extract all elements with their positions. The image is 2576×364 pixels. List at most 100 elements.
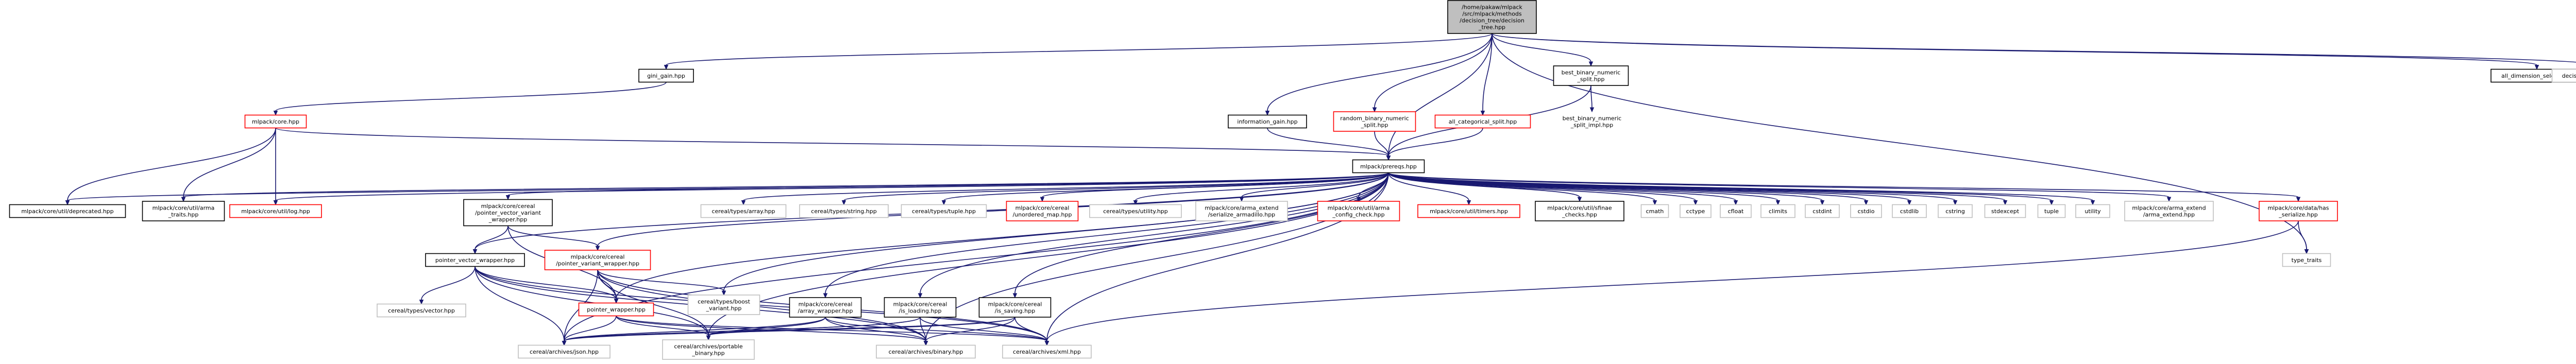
node-ptrw[interactable]: pointer_wrapper.hpp [578, 302, 654, 317]
node-log[interactable]: mlpack/core/util/log.hpp [229, 204, 322, 218]
node-ctvector[interactable]: cereal/types/vector.hpp [377, 303, 466, 318]
node-ctboost[interactable]: cereal/types/boost_variant.hpp [687, 294, 760, 315]
node-label-line: _checks.hpp [1562, 212, 1597, 218]
node-box [2037, 204, 2066, 218]
edge-ptrvw-to-ctvector [419, 266, 476, 305]
node-label-line: type_traits [2292, 257, 2322, 264]
edge-bestbin-to-bestbinimpl [1589, 85, 1595, 113]
node-timers[interactable]: mlpack/core/util/timers.hpp [1417, 204, 1520, 218]
node-deprecated[interactable]: mlpack/core/util/deprecated.hpp [9, 204, 126, 218]
node-ctutility[interactable]: cereal/types/utility.hpp [1089, 204, 1182, 218]
node-cttuple[interactable]: cereal/types/tuple.hpp [901, 204, 987, 218]
node-issave[interactable]: mlpack/core/cereal/is_saving.hpp [978, 297, 1052, 318]
arrowhead [505, 195, 511, 200]
node-label-line: mlpack/core/util/arma [152, 205, 215, 212]
node-climits[interactable]: climits [1760, 204, 1795, 218]
node-sfinae[interactable]: mlpack/core/util/sfinae_checks.hpp [1535, 201, 1624, 221]
arrowhead [918, 293, 923, 299]
node-cstring[interactable]: cstring [1938, 204, 1973, 218]
edge-root-to-bestbin [1492, 33, 1594, 67]
node-label-line: cfloat [1728, 208, 1744, 215]
node-ptrvarw[interactable]: mlpack/core/cereal/pointer_variant_wrapp… [544, 250, 651, 270]
node-ptrvv[interactable]: mlpack/core/cereal/pointer_vector_varian… [463, 199, 553, 227]
edge-path [1388, 33, 1493, 156]
node-ctarray[interactable]: cereal/types/array.hpp [700, 204, 787, 218]
node-label: decision_tree_impl.hpp [2562, 73, 2576, 79]
edge-prereqs-to-armaconf [1356, 172, 1389, 202]
node-label-line: mlpack/prereqs.hpp [1360, 163, 1417, 170]
node-xml[interactable]: cereal/archives/xml.hpp [1002, 344, 1092, 359]
node-bestbin[interactable]: best_binary_numeric_split.hpp [1553, 65, 1629, 86]
node-binary[interactable]: cereal/archives/binary.hpp [876, 344, 976, 359]
node-box [978, 297, 1052, 318]
node-portable[interactable]: cereal/archives/portable_binary.hpp [662, 339, 755, 360]
edge-path [708, 317, 826, 336]
node-ptrvw[interactable]: pointer_vector_wrapper.hpp [425, 253, 525, 267]
node-label: cereal/types/utility.hpp [1103, 208, 1168, 215]
node-label-line: pointer_vector_wrapper.hpp [435, 257, 515, 264]
edge-prereqs-to-issave [1012, 172, 1389, 299]
node-arma_traits[interactable]: mlpack/core/util/arma_traits.hpp [142, 201, 225, 221]
edge-prereqs-to-cttuple [941, 172, 1389, 205]
node-cstdlib[interactable]: cstdlib [1892, 204, 1927, 218]
node-stdexcept[interactable]: stdexcept [1984, 204, 2026, 218]
node-cmath[interactable]: cmath [1640, 204, 1669, 218]
node-allcat[interactable]: all_categorical_split.hpp [1434, 114, 1531, 129]
node-randbin[interactable]: random_binary_numeric_split.hpp [1333, 111, 1416, 132]
nodes-layer: /home/pakaw/mlpack/src/mlpack/methods/de… [9, 0, 2576, 360]
node-typetraits[interactable]: type_traits [2282, 253, 2331, 267]
edge-path [1482, 33, 1493, 111]
node-arrw[interactable]: mlpack/core/cereal/array_wrapper.hpp [789, 297, 862, 318]
node-box [1984, 204, 2026, 218]
node-isload[interactable]: mlpack/core/cereal/is_loading.hpp [884, 297, 957, 318]
arrowhead [419, 300, 424, 305]
node-hasser[interactable]: mlpack/core/data/has_serialize.hpp [2259, 201, 2338, 221]
arrowhead [1480, 111, 1485, 116]
node-box [1760, 204, 1795, 218]
node-cfloat[interactable]: cfloat [1720, 204, 1752, 218]
arrowhead [273, 200, 278, 205]
node-dtimpl[interactable]: decision_tree_impl.hpp [2551, 68, 2576, 83]
node-core[interactable]: mlpack/core.hpp [244, 114, 307, 129]
node-label-line: mlpack/core/data/has [2267, 205, 2329, 212]
node-ctstring[interactable]: cereal/types/string.hpp [799, 204, 889, 218]
edge-path [920, 317, 1047, 341]
node-tuple[interactable]: tuple [2037, 204, 2066, 218]
node-label-line: /is_loading.hpp [899, 308, 942, 315]
node-label-line: mlpack/core/cereal [799, 301, 853, 308]
node-label: mlpack/core/arma_extend/serialize_armadi… [1205, 205, 1278, 218]
node-label-line: /src/mlpack/methods [1462, 11, 1522, 18]
arrowhead [841, 200, 846, 205]
node-json[interactable]: cereal/archives/json.hpp [518, 344, 611, 359]
node-armaconf[interactable]: mlpack/core/util/arma_config_check.hpp [1317, 201, 1400, 221]
arrowhead [181, 197, 186, 202]
node-label-line: mlpack/core/util/arma [1328, 205, 1390, 212]
node-label-line: /pointer_vector_variant [475, 210, 541, 216]
node-gini[interactable]: gini_gain.hpp [638, 68, 694, 83]
node-utility[interactable]: utility [2075, 204, 2110, 218]
node-armaext[interactable]: mlpack/core/arma_extend/serialize_armadi… [1195, 201, 1288, 221]
node-unordered[interactable]: mlpack/core/cereal/unordered_map.hpp [1006, 201, 1079, 221]
edge-path [743, 172, 1389, 201]
node-box [687, 294, 760, 315]
edge-prereqs-to-armaext [1239, 172, 1389, 202]
node-cctype[interactable]: cctype [1680, 204, 1711, 218]
node-box [1680, 204, 1711, 218]
node-box [1553, 65, 1629, 86]
node-label: mlpack/core/util/timers.hpp [1430, 208, 1508, 215]
node-prereqs[interactable]: mlpack/prereqs.hpp [1352, 159, 1425, 174]
node-armaext2[interactable]: mlpack/core/arma_extend/arma_extend.hpp [2124, 201, 2214, 221]
edge-path [1492, 33, 1591, 62]
edge-prereqs-to-unordered [1040, 172, 1389, 202]
node-infogain[interactable]: information_gain.hpp [1228, 114, 1307, 129]
node-label-line: /serialize_armadillo.hpp [1208, 212, 1275, 218]
node-label: mlpack/core/cereal/array_wrapper.hpp [798, 301, 853, 315]
edge-path [723, 172, 1389, 291]
node-cstdint[interactable]: cstdint [1805, 204, 1840, 218]
node-box [463, 199, 553, 227]
node-label: mlpack/core/cereal/pointer_vector_varian… [475, 203, 541, 223]
arrowhead [2304, 249, 2309, 254]
node-cstdio[interactable]: cstdio [1850, 204, 1882, 218]
node-label-line: mlpack/core/arma_extend [1205, 205, 1278, 212]
node-label-line: /is_saving.hpp [995, 308, 1035, 315]
